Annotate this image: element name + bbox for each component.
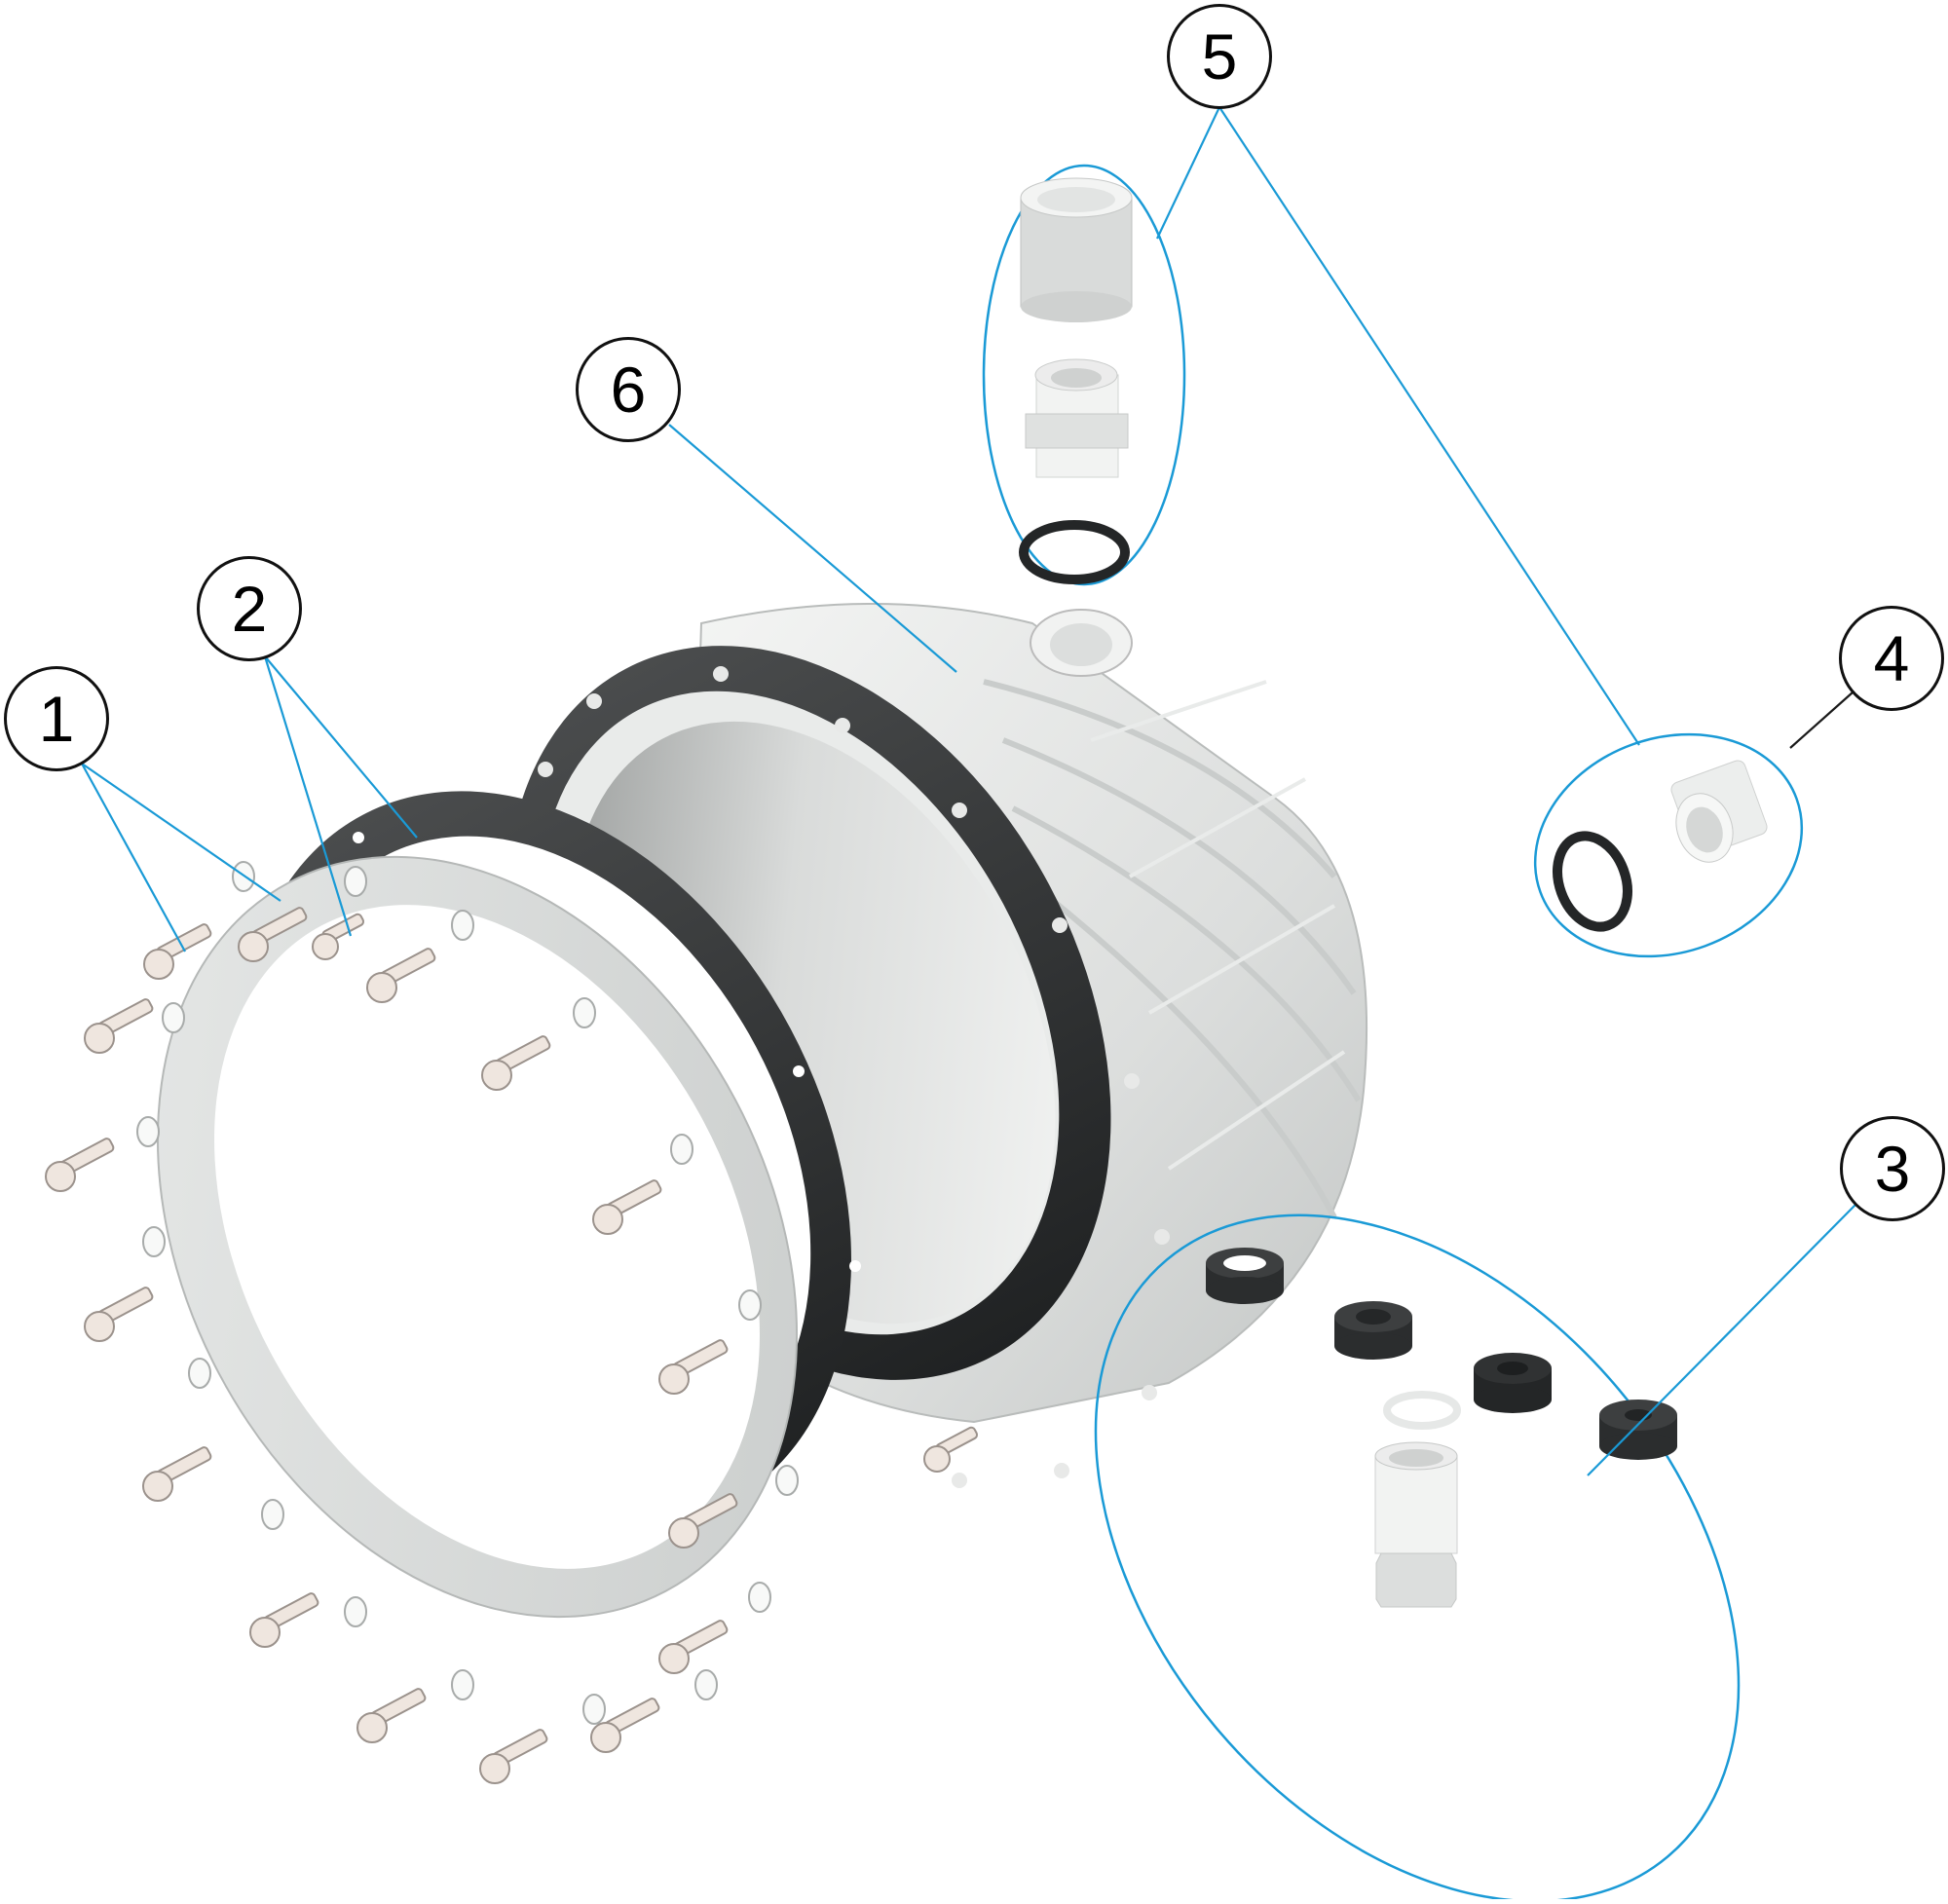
leader-1b	[81, 763, 281, 902]
callout-5: 5	[1167, 4, 1272, 109]
rubber-seals	[1206, 1248, 1677, 1460]
leader-3	[1587, 1204, 1856, 1476]
callout-6: 6	[576, 337, 681, 442]
connector-kit	[982, 164, 1186, 586]
seal-kit	[1094, 1213, 1741, 1903]
leader-2b	[264, 655, 418, 839]
leader-lines	[81, 106, 1856, 1476]
leader-1a	[81, 763, 186, 952]
callout-6-label: 6	[610, 354, 647, 426]
callout-3-label: 3	[1874, 1133, 1911, 1205]
callout-4-label: 4	[1873, 622, 1910, 694]
leader-4	[1789, 691, 1854, 749]
leader-5b	[1218, 106, 1640, 746]
callout-2-label: 2	[231, 573, 268, 645]
callout-1-label: 1	[38, 683, 75, 755]
plug-kit	[1533, 732, 1804, 958]
callout-2: 2	[197, 556, 302, 661]
callout-5-label: 5	[1201, 20, 1238, 93]
leader-2a	[263, 655, 353, 937]
callout-3: 3	[1840, 1116, 1945, 1221]
callout-1: 1	[4, 666, 109, 771]
screws	[45, 907, 979, 1784]
threaded-fitting	[1374, 1441, 1458, 1608]
leader-5a	[1156, 106, 1220, 240]
callout-4: 4	[1839, 606, 1944, 711]
leader-6	[668, 424, 957, 673]
front-clamping-ring	[136, 855, 799, 1725]
